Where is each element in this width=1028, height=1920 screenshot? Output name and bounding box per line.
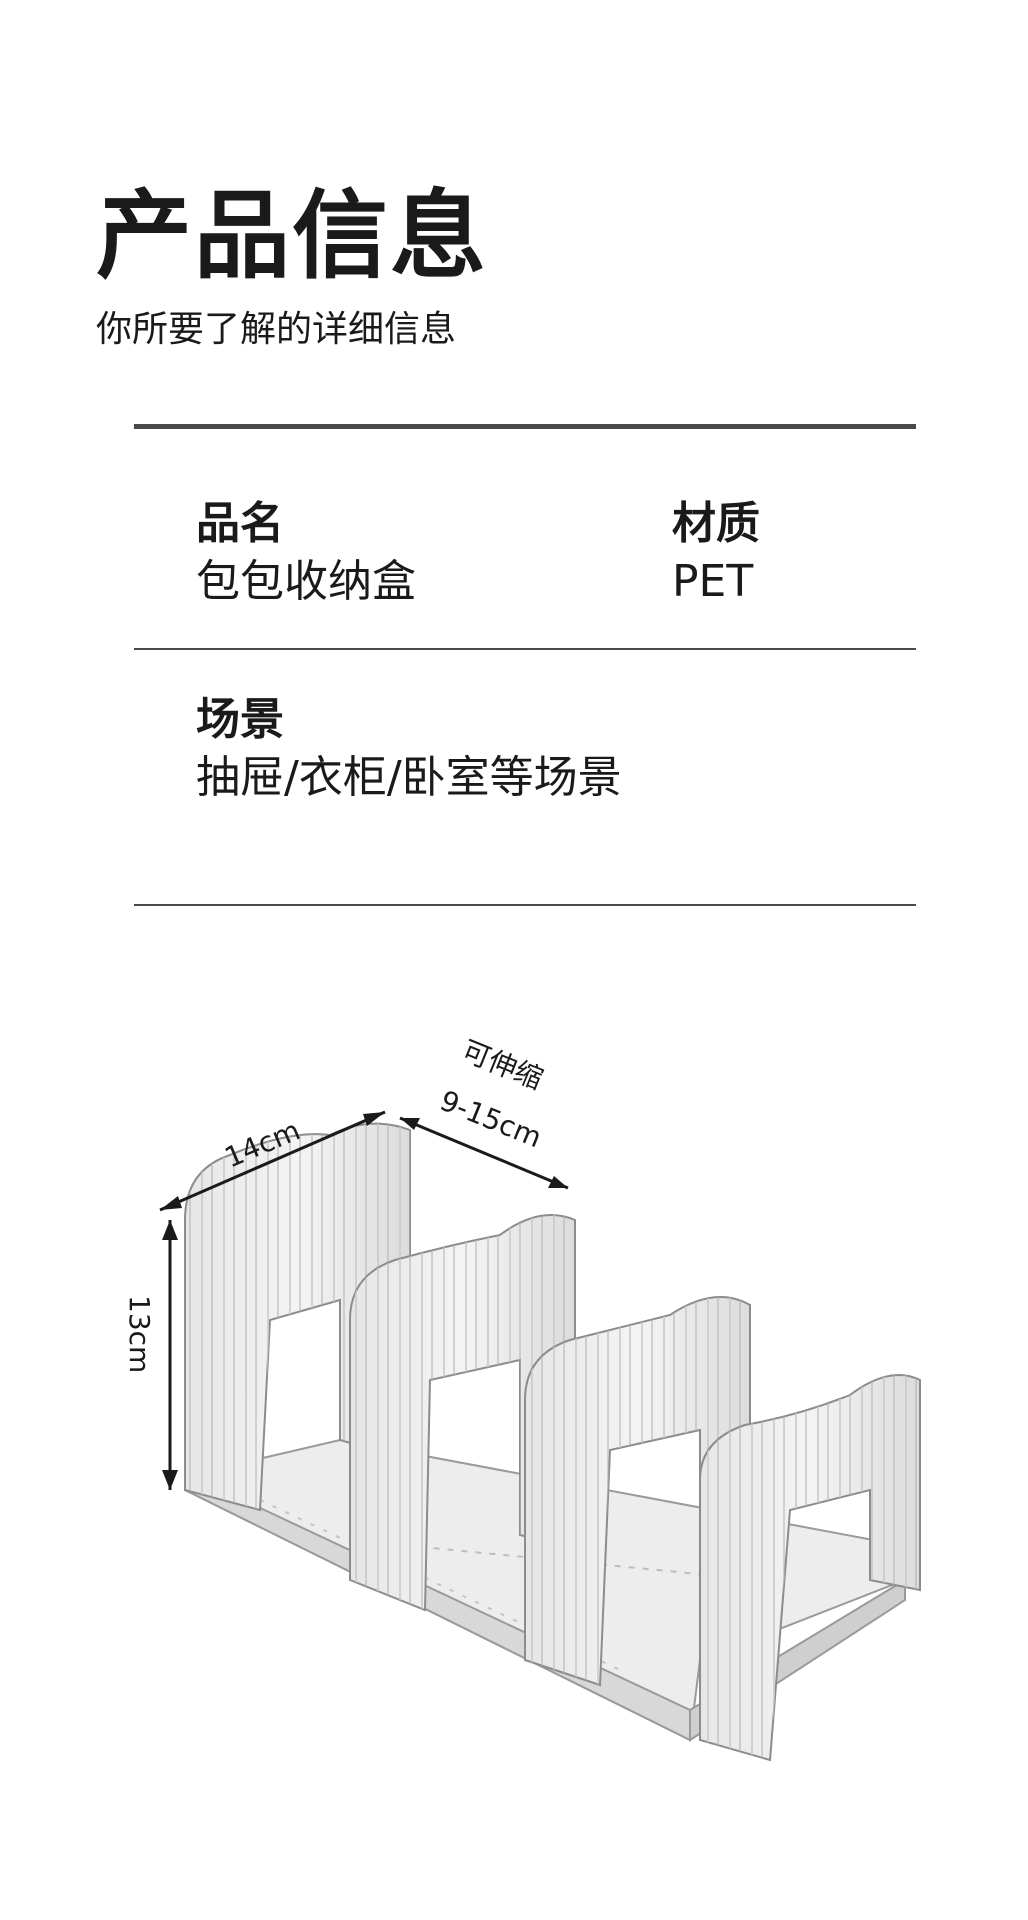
middle-divider bbox=[134, 648, 916, 650]
spec-value-name: 包包收纳盒 bbox=[196, 556, 416, 607]
adjustable-caption: 可伸缩 bbox=[457, 1034, 547, 1096]
divider-panel-4 bbox=[699, 1374, 921, 1762]
spec-value-material: PET bbox=[672, 556, 754, 607]
spec-value-scene: 抽屉/衣柜/卧室等场景 bbox=[196, 752, 622, 803]
bottom-divider bbox=[134, 904, 916, 906]
divider-panel-2 bbox=[349, 1214, 576, 1612]
dimension-adjustable: 可伸缩 9-15cm bbox=[399, 1034, 569, 1190]
product-illustration: 14cm 可伸缩 9-15cm 13cm bbox=[123, 1034, 921, 1762]
dimension-height: 13cm bbox=[123, 1220, 178, 1490]
spec-label-material: 材质 bbox=[672, 498, 760, 549]
top-divider bbox=[134, 424, 916, 429]
spec-label-scene: 场景 bbox=[196, 694, 284, 745]
adjustable-range: 9-15cm bbox=[435, 1084, 546, 1154]
page-title: 产品信息 bbox=[96, 180, 488, 292]
height-label: 13cm bbox=[123, 1295, 156, 1373]
spec-label-name: 品名 bbox=[196, 498, 284, 549]
page-subtitle: 你所要了解的详细信息 bbox=[96, 309, 457, 350]
divider-panel-3 bbox=[524, 1296, 751, 1687]
